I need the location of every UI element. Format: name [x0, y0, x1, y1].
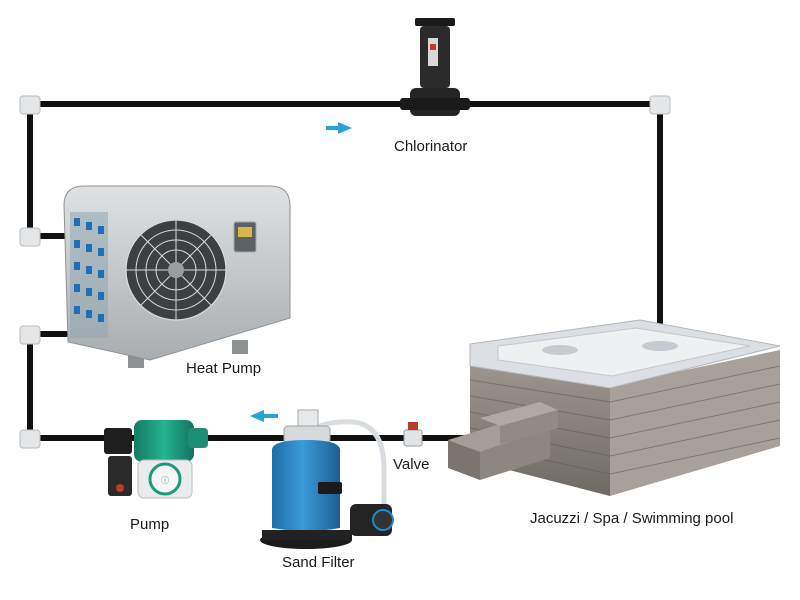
- svg-text:ⓘ: ⓘ: [161, 476, 169, 485]
- valve: [403, 422, 423, 447]
- arrow-left-icon: [250, 410, 278, 422]
- label-heat-pump: Heat Pump: [186, 360, 262, 377]
- heat-pump-side-vent: [70, 212, 108, 338]
- chlorinator: [400, 18, 470, 116]
- pipe-network: [27, 101, 663, 441]
- pipe-left-upper: [27, 101, 69, 239]
- label-valve: Valve: [393, 456, 430, 473]
- control-panel-icon: [233, 221, 257, 253]
- spa-tub: [448, 319, 781, 496]
- sand-filter: [260, 409, 394, 549]
- heat-pump: [63, 185, 291, 368]
- fan-grille-icon: [125, 219, 227, 321]
- label-pump: Pump: [130, 516, 170, 533]
- label-sand-filter: Sand Filter: [282, 554, 355, 571]
- arrow-right-icon: [326, 122, 352, 134]
- pump: ⓘ: [104, 420, 208, 499]
- label-pool: Jacuzzi / Spa / Swimming pool: [530, 510, 734, 527]
- pipe-elbows: [19, 95, 671, 449]
- pipe-left-lower: [27, 331, 69, 441]
- label-chlorinator: Chlorinator: [394, 138, 468, 155]
